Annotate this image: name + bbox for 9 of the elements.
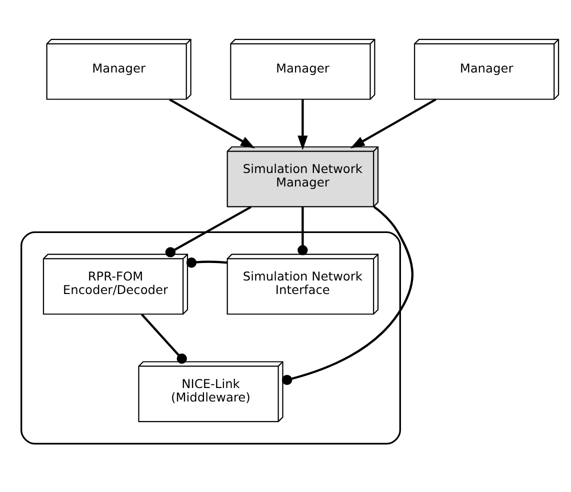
arrow xyxy=(168,98,256,148)
connector xyxy=(186,258,228,268)
cluster xyxy=(20,231,401,445)
connector xyxy=(282,206,414,385)
connector xyxy=(165,206,252,258)
connector xyxy=(298,206,308,256)
arrow xyxy=(298,99,308,150)
connector xyxy=(140,314,187,364)
arrow xyxy=(350,98,436,148)
